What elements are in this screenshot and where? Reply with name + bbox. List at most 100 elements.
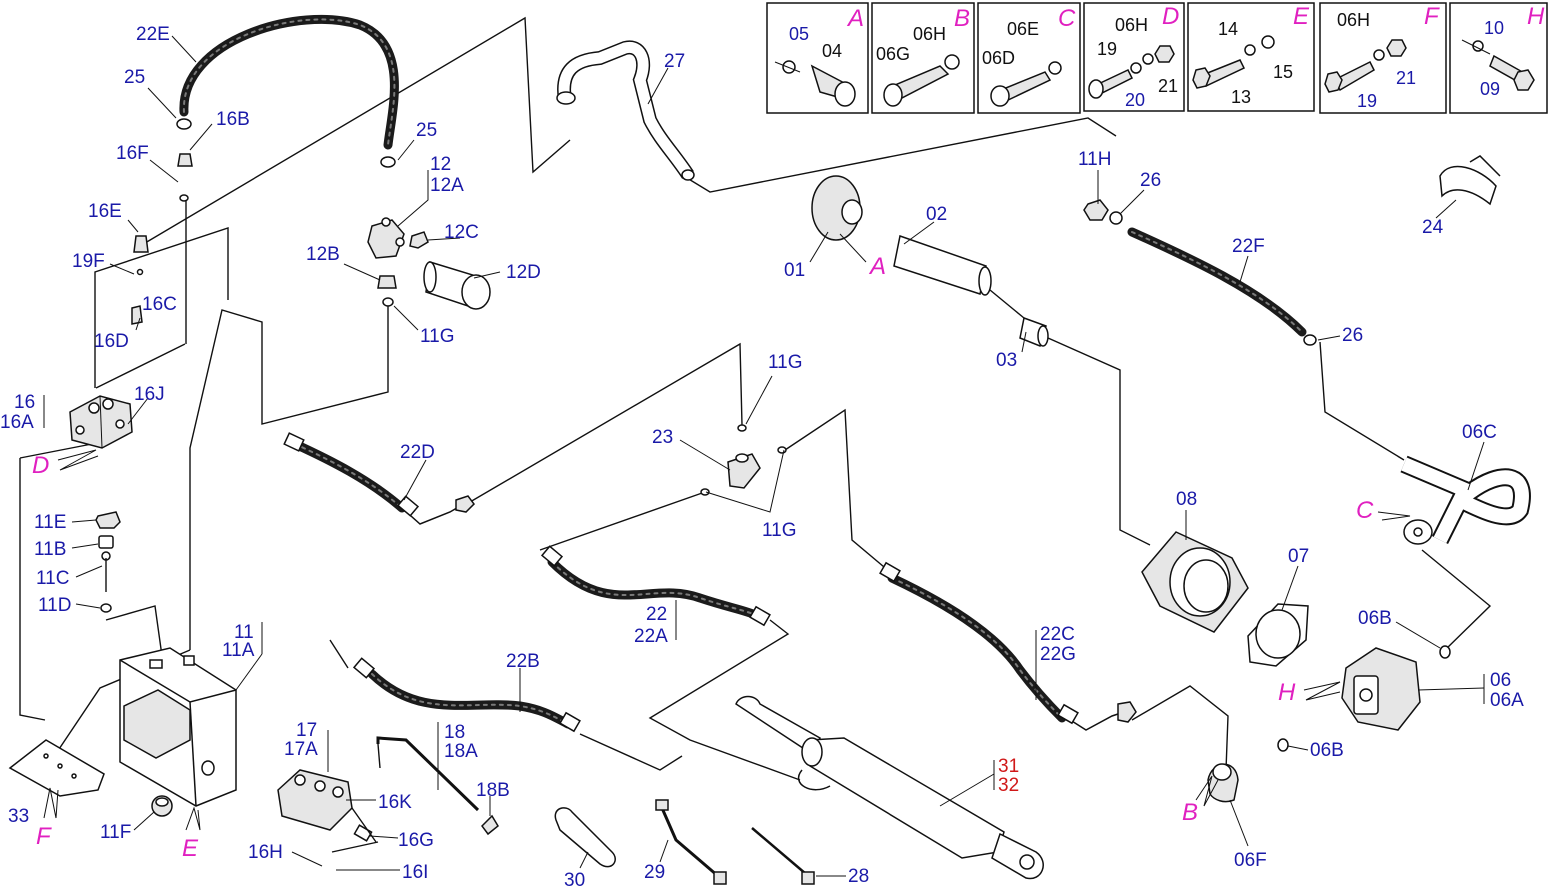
lever-18	[376, 736, 499, 836]
label-22F: 22F	[1232, 236, 1265, 257]
valve-16	[69, 395, 133, 449]
label-16E: 16E	[88, 201, 122, 222]
inset-h: H 10 09	[1449, 2, 1548, 114]
svg-text:F: F	[1424, 3, 1440, 30]
label-22E: 22E	[136, 24, 170, 45]
svg-text:09: 09	[1480, 79, 1500, 99]
label-16D: 16D	[94, 331, 129, 352]
label-17A: 17A	[284, 739, 318, 760]
tube-06C	[1400, 455, 1531, 545]
label-11G-a: 11G	[420, 326, 455, 347]
label-view-C: C	[1356, 497, 1374, 524]
svg-text:06H: 06H	[913, 24, 946, 44]
pump-06	[1341, 647, 1421, 731]
label-12B: 12B	[306, 244, 340, 265]
label-26: 26	[1140, 170, 1161, 191]
label-22A: 22A	[634, 626, 668, 647]
svg-text:13: 13	[1231, 87, 1251, 107]
svg-text:06D: 06D	[982, 48, 1015, 68]
hose-22F	[1127, 227, 1307, 337]
label-07: 07	[1288, 546, 1309, 567]
label-30: 30	[564, 870, 585, 890]
label-33: 33	[8, 806, 29, 827]
inset-d: D 06H 19 20 21	[1083, 2, 1185, 112]
label-22C: 22C	[1040, 624, 1075, 645]
label-12C: 12C	[444, 222, 479, 243]
label-22: 22	[646, 604, 667, 625]
label-16G: 16G	[398, 830, 434, 851]
svg-text:A: A	[846, 5, 864, 32]
label-06B: 06B	[1358, 608, 1392, 629]
svg-text:14: 14	[1218, 19, 1238, 39]
label-16B: 16B	[216, 109, 250, 130]
part-labels: 22E 25 16B 16F 16E 19F 16C 16D 16 16A 16…	[0, 24, 1524, 890]
label-11B: 11B	[34, 539, 66, 560]
inset-b: B 06H 06G	[871, 2, 975, 114]
label-06: 06	[1490, 670, 1511, 691]
svg-text:C: C	[1058, 5, 1076, 32]
label-24: 24	[1422, 217, 1444, 238]
label-16K: 16K	[378, 792, 412, 813]
svg-text:21: 21	[1158, 76, 1178, 96]
connection-lines	[19, 16, 1492, 781]
label-25b: 25	[416, 120, 437, 141]
label-22G: 22G	[1040, 644, 1076, 665]
leader-lines	[43, 35, 1485, 877]
label-view-D: D	[32, 452, 49, 479]
mount-11F	[151, 795, 173, 817]
label-03: 03	[996, 350, 1017, 371]
svg-text:06H: 06H	[1115, 15, 1148, 35]
label-08: 08	[1176, 489, 1197, 510]
small-seals	[131, 118, 1451, 752]
elbow-06F	[1207, 763, 1239, 803]
label-26b: 26	[1342, 325, 1363, 346]
label-16C: 16C	[142, 294, 177, 315]
label-view-F: F	[36, 823, 52, 850]
label-16H: 16H	[248, 842, 283, 863]
tank-11	[119, 647, 237, 807]
label-11D: 11D	[38, 595, 71, 616]
label-11F: 11F	[100, 822, 131, 843]
label-16I: 16I	[402, 862, 428, 883]
label-12: 12	[430, 154, 451, 175]
svg-text:15: 15	[1273, 62, 1293, 82]
tools	[554, 799, 815, 885]
label-16: 16	[14, 392, 35, 413]
filler-cap-parts	[95, 511, 121, 613]
tube-27	[556, 40, 695, 181]
label-11G-c: 11G	[762, 520, 797, 541]
label-06F: 06F	[1234, 850, 1267, 871]
label-18: 18	[444, 722, 465, 743]
label-11: 11	[234, 622, 254, 643]
label-11C: 11C	[36, 568, 69, 589]
svg-text:E: E	[1293, 3, 1310, 30]
hose-ends-22F	[1083, 199, 1123, 225]
clip-24	[1439, 155, 1501, 206]
label-11H: 11H	[1078, 149, 1111, 170]
hose-fittings	[283, 432, 1137, 733]
label-01: 01	[784, 260, 805, 281]
svg-text:06G: 06G	[876, 44, 910, 64]
label-12A: 12A	[430, 175, 464, 196]
fitting-12	[367, 217, 429, 259]
label-32: 32	[998, 775, 1019, 796]
svg-text:21: 21	[1396, 68, 1416, 88]
svg-text:05: 05	[789, 24, 809, 44]
tee-23	[727, 453, 761, 489]
label-02: 02	[926, 204, 947, 225]
label-18A: 18A	[444, 741, 478, 762]
label-11A: 11A	[222, 640, 255, 661]
inset-a: A 05 04	[766, 2, 869, 114]
gasket-07	[1247, 603, 1309, 667]
svg-text:B: B	[954, 5, 970, 32]
label-28: 28	[848, 866, 869, 887]
valve-17	[277, 769, 379, 853]
svg-text:H: H	[1527, 3, 1545, 30]
label-29: 29	[644, 862, 665, 883]
label-31: 31	[998, 756, 1019, 777]
svg-text:D: D	[1162, 3, 1179, 30]
label-06C: 06C	[1462, 422, 1497, 443]
svg-text:06H: 06H	[1337, 10, 1370, 30]
label-16F: 16F	[116, 143, 149, 164]
